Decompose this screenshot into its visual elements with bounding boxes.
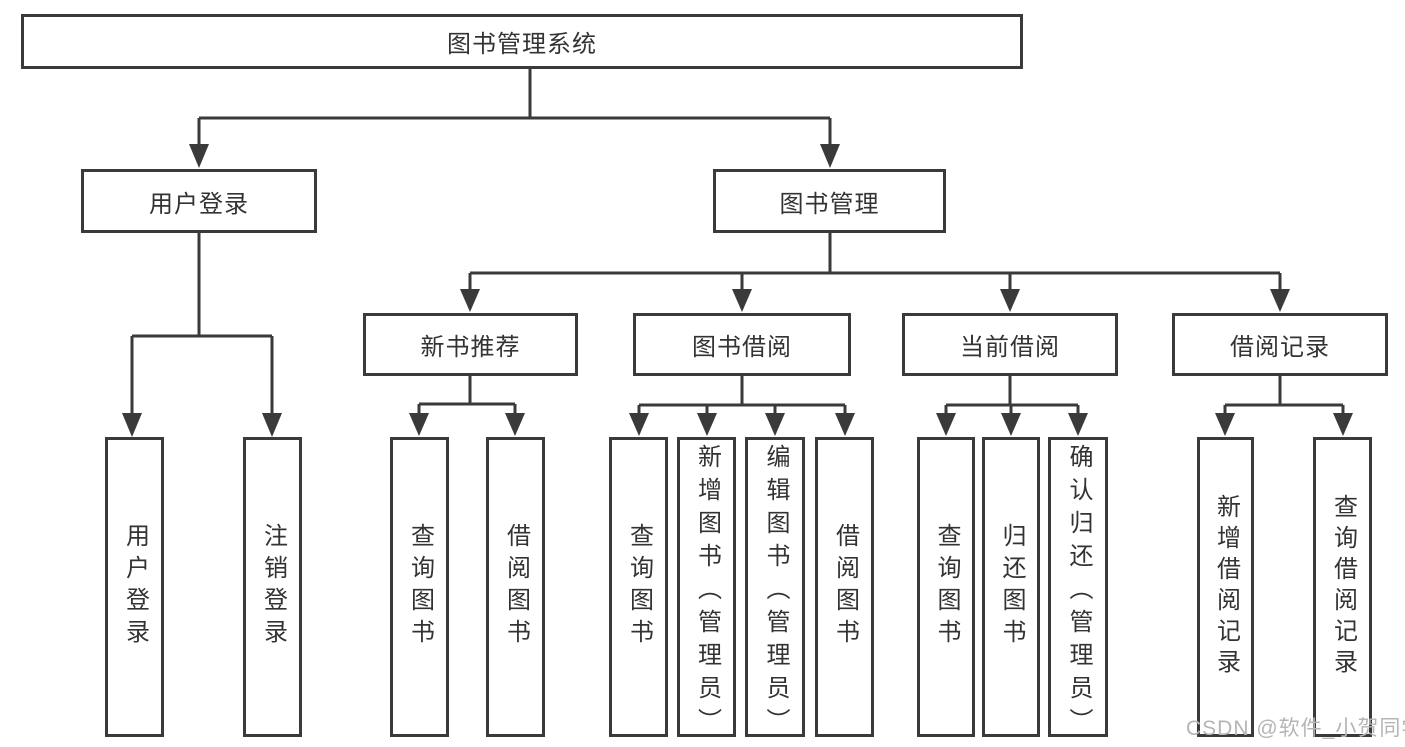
node-label: 图书借阅 — [692, 334, 792, 361]
node-label: 借阅记录 — [1230, 334, 1330, 361]
node-user-login-branch: 用户登录 — [81, 169, 317, 233]
arrowhead-group — [122, 144, 1353, 437]
leaf-query-books: 查询图书 — [609, 437, 668, 737]
node-book-borrow: 图书借阅 — [633, 313, 851, 376]
leaf-label: 注销登录 — [259, 523, 287, 651]
leaf-add-book-admin: 新增图书（管理员） — [677, 437, 736, 741]
node-label: 用户登录 — [149, 190, 249, 218]
node-new-book-recommend: 新书推荐 — [363, 313, 578, 376]
leaf-return-books: 归还图书 — [982, 437, 1040, 737]
leaf-borrow-books: 借阅图书 — [815, 437, 874, 737]
node-root-label: 图书管理系统 — [447, 31, 597, 58]
leaf-confirm-return-admin: 确认归还（管理员） — [1048, 437, 1108, 741]
leaf-logout: 注销登录 — [243, 437, 302, 737]
node-label: 图书管理 — [779, 190, 880, 218]
leaf-label: 归还图书 — [998, 523, 1025, 651]
leaf-label: 借阅图书 — [502, 523, 530, 651]
node-book-management: 图书管理 — [713, 169, 946, 233]
leaf-label: 新增图书（管理员） — [693, 444, 721, 741]
leaf-label: 新增借阅记录 — [1212, 494, 1240, 680]
leaf-label: 查询图书 — [933, 523, 960, 651]
node-current-borrow: 当前借阅 — [902, 313, 1118, 376]
leaf-query-books: 查询图书 — [390, 437, 449, 737]
leaf-label: 用户登录 — [121, 523, 149, 651]
leaf-add-borrow-record: 新增借阅记录 — [1197, 437, 1254, 737]
csdn-watermark: CSDN @软件_小贺同学 — [1186, 717, 1405, 740]
leaf-edit-book-admin: 编辑图书（管理员） — [745, 437, 805, 741]
leaf-borrow-books: 借阅图书 — [486, 437, 545, 737]
leaf-label: 查询图书 — [625, 523, 653, 651]
leaf-query-books: 查询图书 — [917, 437, 975, 737]
node-borrow-record: 借阅记录 — [1172, 313, 1388, 376]
leaf-label: 确认归还（管理员） — [1065, 444, 1092, 741]
node-label: 当前借阅 — [960, 334, 1060, 361]
node-root: 图书管理系统 — [21, 14, 1023, 69]
node-label: 新书推荐 — [420, 334, 521, 361]
leaf-label: 查询图书 — [406, 523, 434, 651]
leaf-query-borrow-record: 查询借阅记录 — [1313, 437, 1372, 737]
leaf-label: 编辑图书（管理员） — [762, 444, 789, 741]
leaf-user-login: 用户登录 — [105, 437, 164, 737]
leaf-label: 借阅图书 — [831, 523, 859, 651]
leaf-label: 查询借阅记录 — [1329, 494, 1357, 680]
